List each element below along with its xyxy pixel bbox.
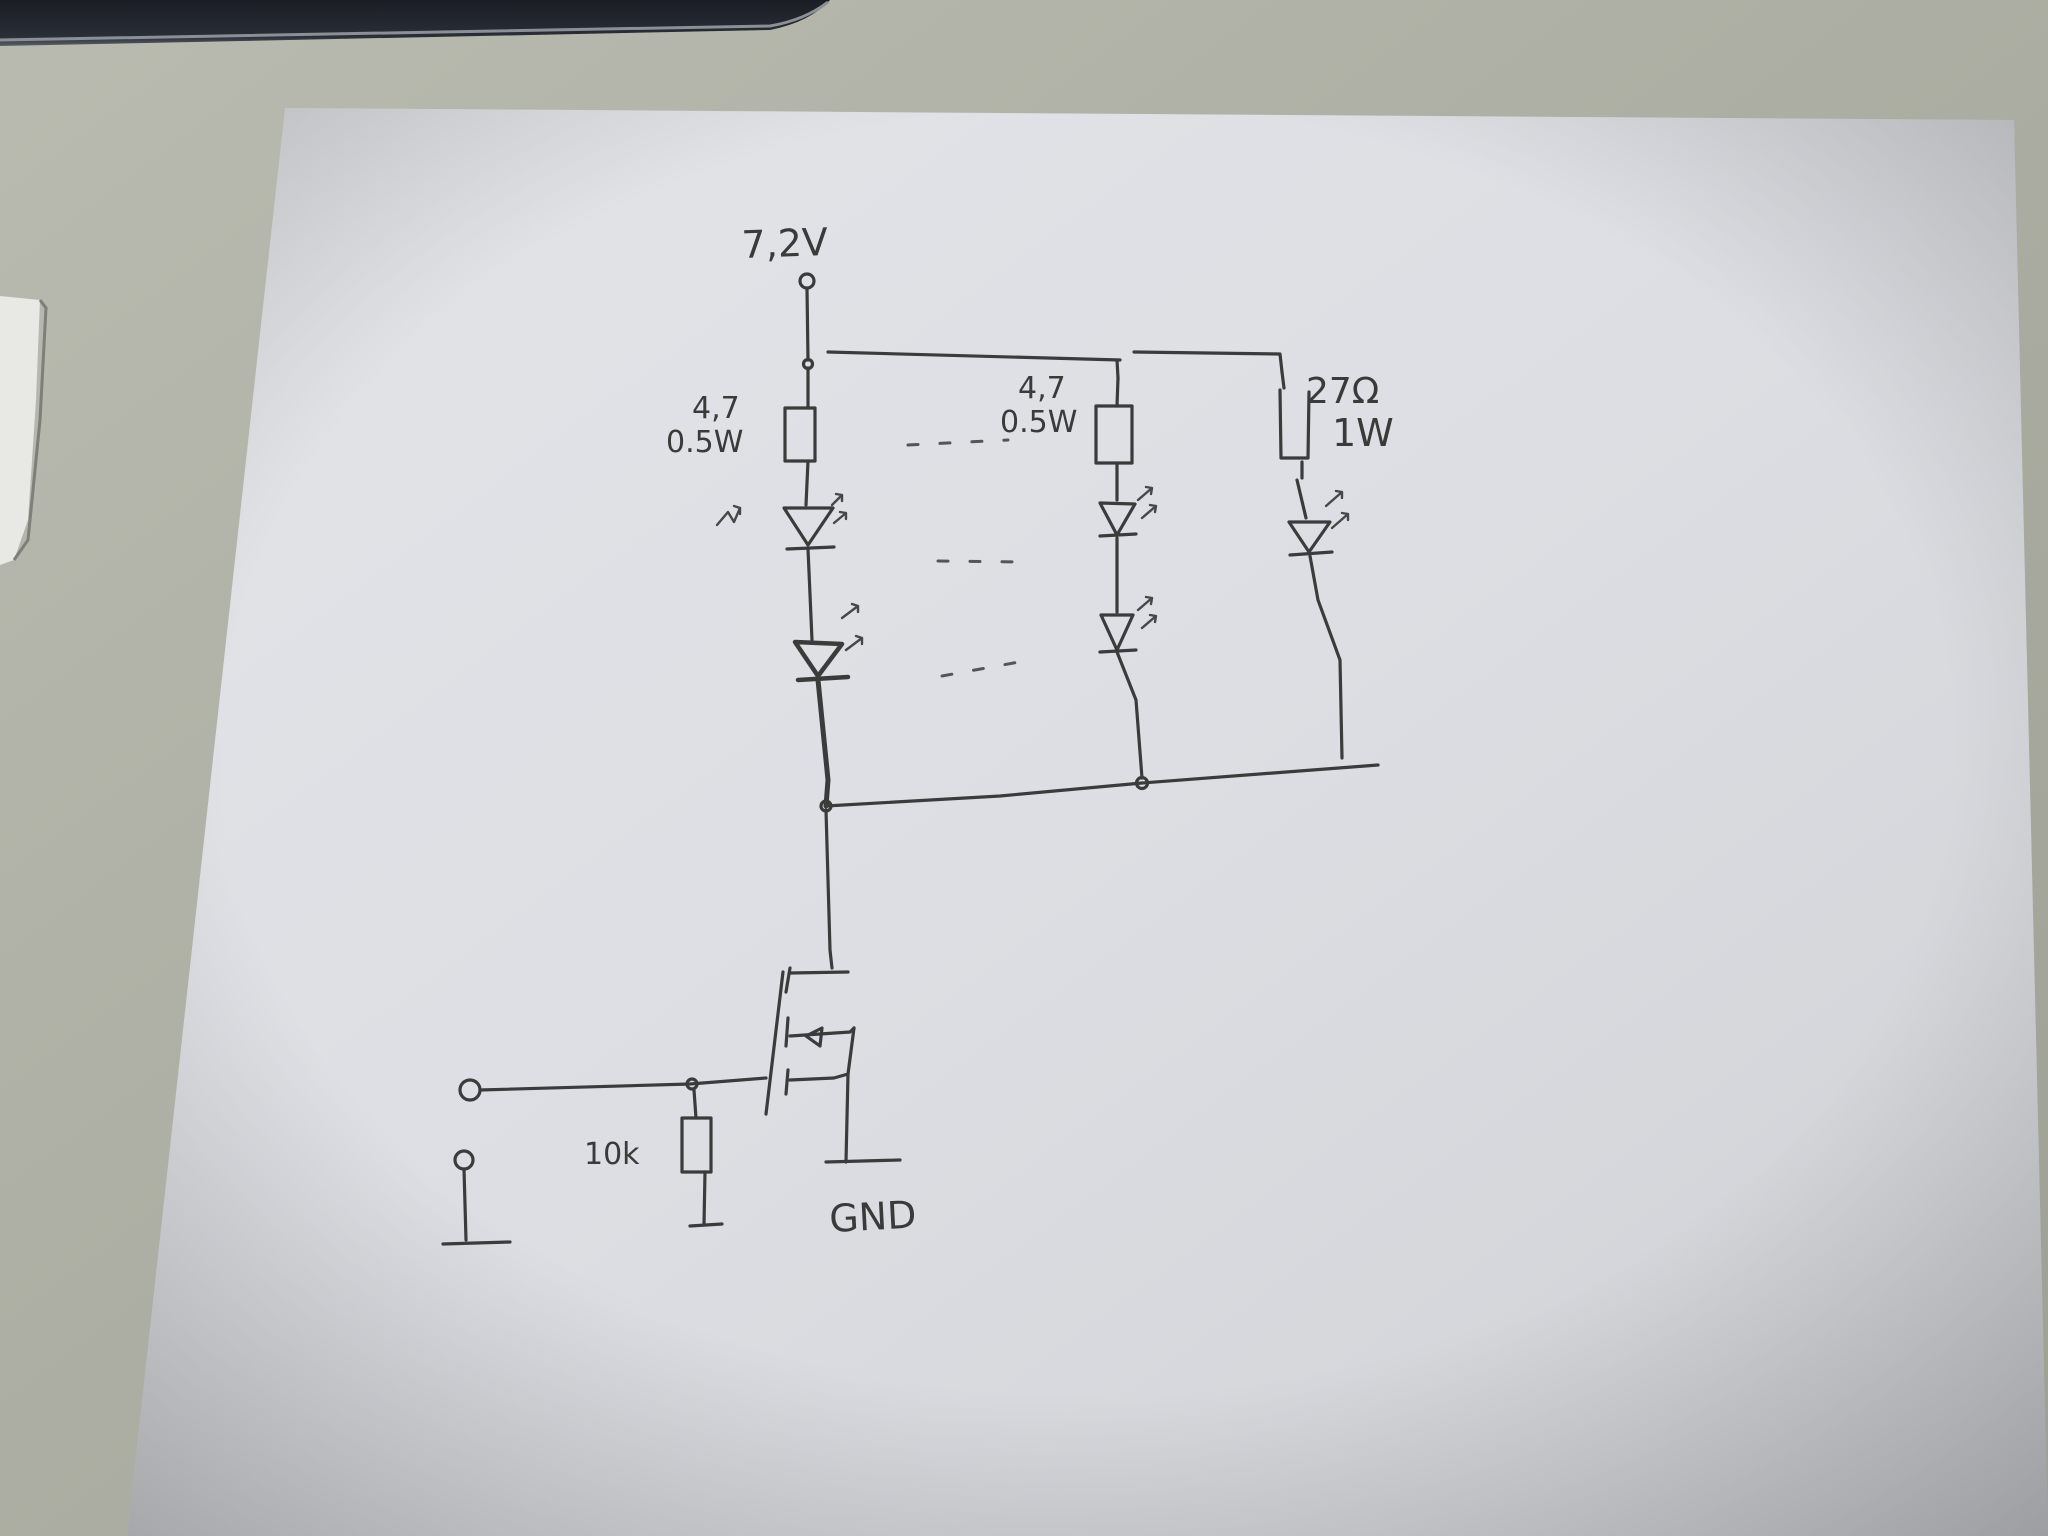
branch3-wire-bottom bbox=[1308, 554, 1344, 760]
top-rail bbox=[826, 350, 1284, 374]
bottom-rail bbox=[824, 763, 1380, 808]
circuit-schematic bbox=[441, 272, 1380, 1246]
input-ground-bar bbox=[441, 1240, 512, 1246]
branch2-led2 bbox=[1099, 613, 1135, 652]
mosfet-symbol bbox=[764, 966, 856, 1164]
drain-wire bbox=[824, 808, 834, 970]
branch1-led1 bbox=[782, 506, 835, 547]
gate-wire bbox=[478, 1076, 768, 1092]
branch1-resistor-power: 0.5W bbox=[666, 425, 743, 460]
supply-voltage-label: 7,2V bbox=[741, 220, 829, 267]
gate-junction bbox=[685, 1077, 699, 1091]
branch3-resistor-power: 1W bbox=[1332, 411, 1394, 455]
branch1-led2 bbox=[792, 639, 845, 679]
pulldown-resistor-label: 10k bbox=[584, 1137, 640, 1172]
branch2-resistor-value: 4,7 bbox=[1018, 371, 1066, 406]
pulldown-resistor bbox=[680, 1116, 713, 1174]
branch2-wire-bottom bbox=[1115, 650, 1144, 780]
branch1-resistor-value: 4,7 bbox=[692, 391, 740, 426]
mosfet-source-wire bbox=[844, 1026, 856, 1164]
branch3-resistor-value: 27Ω bbox=[1306, 371, 1379, 412]
notebook-edge bbox=[0, 296, 48, 565]
supply-wire bbox=[805, 286, 810, 362]
pulldown-ground bbox=[688, 1222, 724, 1228]
led-emission-arrow bbox=[830, 492, 844, 507]
branch2-led1 bbox=[1098, 501, 1137, 537]
branch3-led bbox=[1287, 520, 1332, 554]
mosfet-gate-plate bbox=[764, 970, 785, 1116]
branch2-resistor-power: 0.5W bbox=[1000, 405, 1077, 440]
branch2-resistor bbox=[1094, 404, 1134, 465]
dotted-gap-led2 bbox=[940, 658, 1032, 678]
branch1-resistor bbox=[783, 406, 817, 463]
ground-bar bbox=[824, 1158, 902, 1164]
ground-label: GND bbox=[828, 1192, 917, 1241]
led-symbol-scribble bbox=[715, 506, 742, 527]
phone-edge bbox=[0, 0, 830, 46]
dotted-gap-led1 bbox=[936, 559, 1028, 564]
branch3-resistor bbox=[1278, 388, 1311, 460]
branch1-wire-bottom bbox=[815, 677, 831, 809]
